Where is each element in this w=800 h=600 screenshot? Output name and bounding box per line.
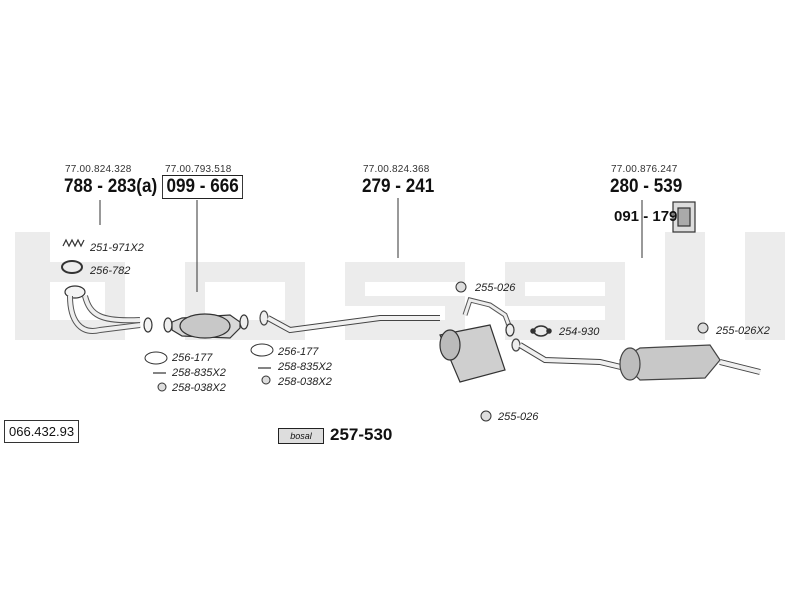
accessory-bolt-1: 258-835X2 bbox=[172, 367, 226, 379]
clamp-icon bbox=[530, 325, 552, 337]
oem-ref-middle-silencer: 77.00.824.368 bbox=[363, 164, 430, 175]
accessory-rubber-1: 255-026 bbox=[475, 282, 516, 294]
oem-ref-rear-silencer: 77.00.876.247 bbox=[611, 164, 678, 175]
part-number-front-pipe: 788 - 283(a) bbox=[64, 176, 158, 197]
accessory-bolt-2: 258-835X2 bbox=[278, 361, 332, 373]
accessory-gasket-1: 256-177 bbox=[172, 352, 213, 364]
accessory-rubber-2: 255-026 bbox=[498, 411, 539, 423]
accessory-ring: 256-782 bbox=[90, 265, 131, 277]
middle-silencer-icon bbox=[439, 297, 515, 383]
oem-ref-catalyst: 77.00.793.518 bbox=[165, 164, 232, 175]
oem-ref-front-pipe: 77.00.824.328 bbox=[65, 164, 132, 175]
part-number-middle-silencer: 279 - 241 bbox=[362, 176, 435, 197]
rubber-mount-icon bbox=[455, 281, 709, 422]
kit-box-icon: bosal bbox=[278, 428, 324, 444]
part-number-mounting-kit: 091 - 179 bbox=[614, 208, 678, 225]
leader-lines bbox=[99, 198, 643, 292]
spring-icon bbox=[62, 238, 85, 248]
catalyst-icon bbox=[163, 313, 249, 339]
bolt-icon bbox=[153, 367, 271, 374]
middle-pipe-icon bbox=[259, 310, 440, 334]
accessory-nut-2: 258-038X2 bbox=[278, 376, 332, 388]
rear-silencer-icon bbox=[511, 338, 761, 381]
mounting-kit-icon bbox=[672, 201, 696, 233]
part-number-kit: 257-530 bbox=[330, 425, 393, 444]
accessory-spring: 251-971X2 bbox=[90, 242, 144, 254]
document-number: 066.432.93 bbox=[4, 420, 80, 443]
part-number-rear-silencer: 280 - 539 bbox=[610, 176, 683, 197]
accessory-nut-1: 258-038X2 bbox=[172, 382, 226, 394]
nut-icon bbox=[157, 375, 271, 392]
gasket-icon bbox=[144, 343, 274, 365]
accessory-gasket-2: 256-177 bbox=[278, 346, 319, 358]
accessory-rubber-3: 255-026X2 bbox=[716, 325, 770, 337]
accessory-clamp: 254-930 bbox=[559, 326, 600, 338]
bosal-watermark bbox=[15, 232, 785, 340]
front-pipe-icon bbox=[64, 285, 153, 334]
ring-icon bbox=[61, 260, 83, 274]
part-number-catalyst: 099 - 666 bbox=[162, 175, 244, 199]
